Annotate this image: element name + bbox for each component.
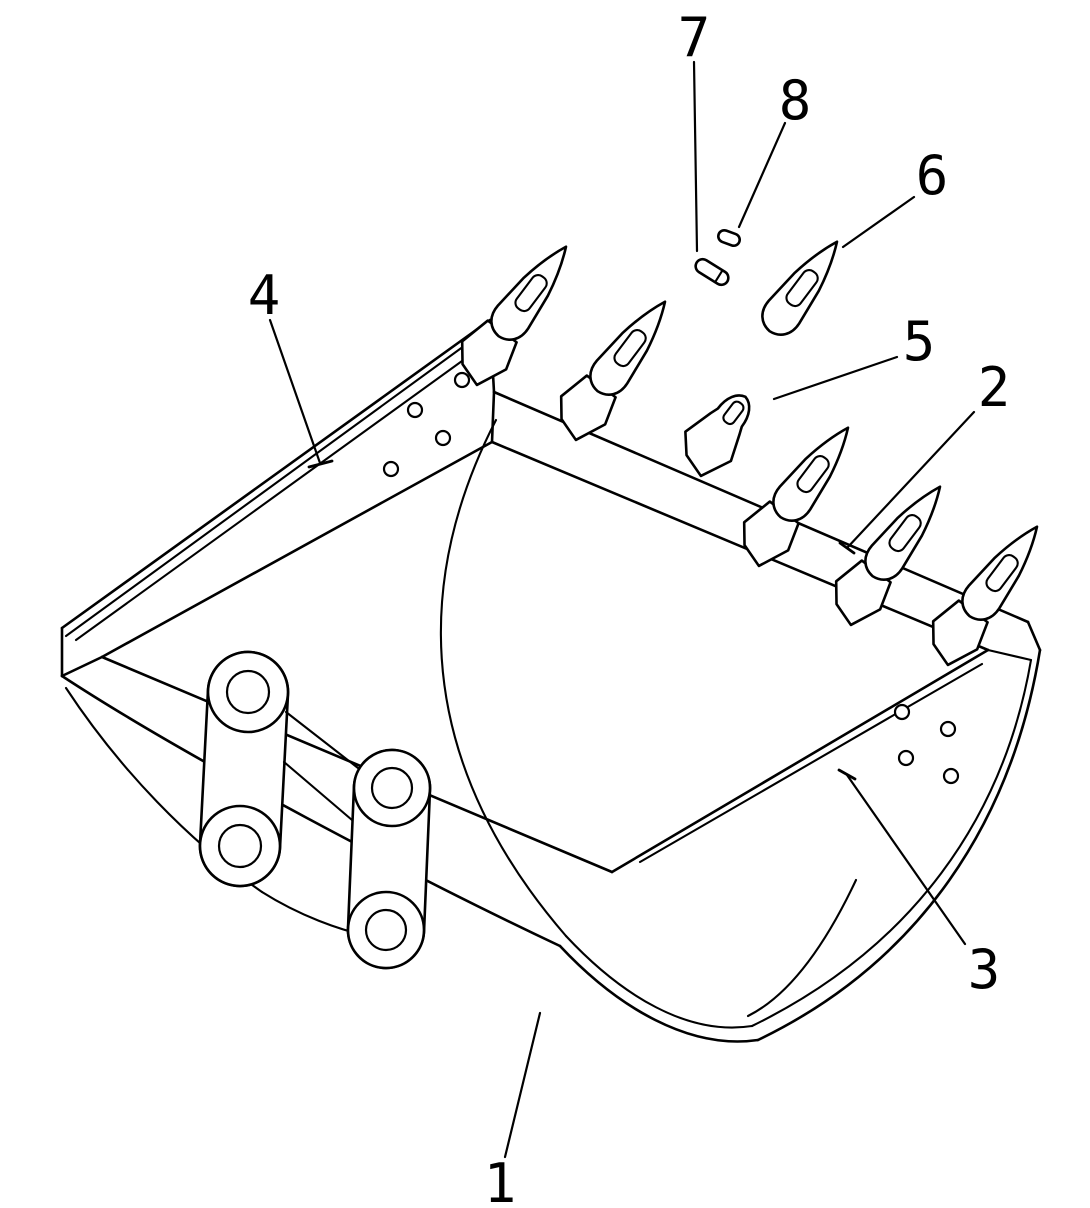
right-plate-fold-line xyxy=(638,662,984,864)
side-plate-hole xyxy=(406,401,424,419)
interior-right-edge xyxy=(610,648,990,874)
shell-curvature-line xyxy=(746,878,858,1018)
right-plate-thickness xyxy=(986,648,1033,662)
side-plate-outer-edge xyxy=(60,318,492,630)
bottom-inner-curve xyxy=(564,934,754,1029)
side-plate-hole xyxy=(942,767,960,785)
callout-label-2: 2 xyxy=(978,356,1011,419)
callout-label-6: 6 xyxy=(916,144,949,207)
hinge-pin-bore xyxy=(364,908,408,952)
detached-tooth xyxy=(753,228,854,344)
side-plate-hole xyxy=(453,371,471,389)
leader-8 xyxy=(737,121,787,229)
front-wall-outer-edge xyxy=(60,674,562,948)
callout-label-7: 7 xyxy=(678,6,711,69)
tooth-pin xyxy=(694,257,730,287)
teeth-row xyxy=(445,233,1054,675)
interior-bottom-edge xyxy=(100,655,614,874)
leader-6 xyxy=(841,195,916,249)
leader-1 xyxy=(503,1011,542,1159)
floor-seam-curve xyxy=(439,418,568,938)
leader-3-tick xyxy=(837,768,857,781)
callout-label-5: 5 xyxy=(903,310,936,373)
callout-labels: 1 2 3 4 5 6 7 8 xyxy=(248,6,1011,1208)
leader-4 xyxy=(268,318,322,465)
leader-4-tick xyxy=(307,459,334,469)
side-plate-fold-line xyxy=(74,346,482,642)
callout-label-1: 1 xyxy=(484,1152,517,1208)
link-strap xyxy=(282,760,354,822)
hinge-bracket xyxy=(64,650,432,970)
leader-7 xyxy=(692,60,699,253)
side-plate-hole xyxy=(893,703,911,721)
leader-5 xyxy=(772,355,899,401)
side-plate-hole xyxy=(382,460,400,478)
leader-lines xyxy=(268,60,976,1159)
hinge-pin-bore xyxy=(225,669,271,715)
interior-top-edge xyxy=(490,440,990,652)
left-corner-cap xyxy=(60,655,104,678)
side-plate-hole xyxy=(939,720,957,738)
bucket-tooth xyxy=(764,414,865,530)
hinge-pin-bore xyxy=(217,823,263,869)
bucket-tooth xyxy=(482,233,583,349)
shell-inner-curve xyxy=(750,658,1033,1028)
lip-right-cap xyxy=(1026,620,1042,652)
empty-adapter xyxy=(668,379,769,487)
bucket-tooth xyxy=(581,288,682,404)
callout-label-8: 8 xyxy=(779,69,812,132)
leader-3 xyxy=(845,773,967,946)
interior-left-edge xyxy=(100,440,494,659)
side-plate-hole xyxy=(897,749,915,767)
pin-lock-cap xyxy=(717,228,741,248)
bottom-outer-curve xyxy=(558,944,760,1043)
bucket-body xyxy=(60,318,1042,1043)
hinge-pin-bore xyxy=(370,766,414,810)
link-strap xyxy=(284,710,360,770)
shell-outer-curve xyxy=(756,648,1042,1042)
exploded-parts xyxy=(694,228,854,344)
leader-2-tick xyxy=(838,541,856,555)
side-plate-hole xyxy=(434,429,452,447)
leader-2 xyxy=(845,410,976,550)
callout-label-3: 3 xyxy=(968,938,1001,1001)
side-plate-double-edge xyxy=(64,328,488,638)
lip-left-cap xyxy=(490,390,496,444)
callout-label-4: 4 xyxy=(248,264,281,327)
